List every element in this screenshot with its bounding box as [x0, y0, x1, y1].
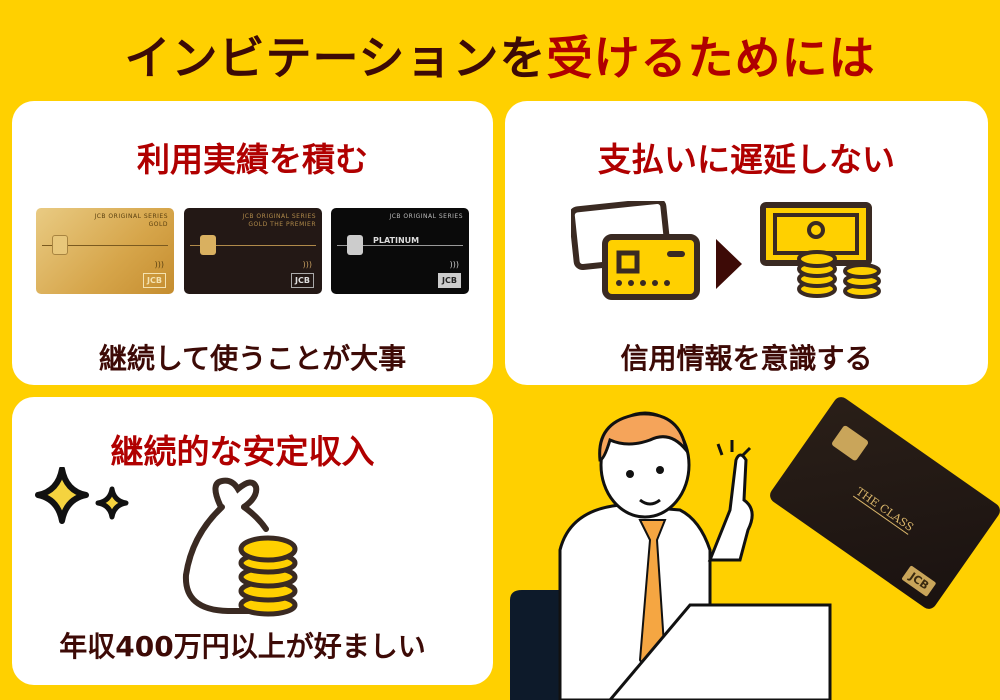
jcb-logo: JCB	[143, 273, 166, 288]
usage-heading: 利用実績を積む	[137, 140, 368, 179]
credit-cards-icon	[571, 201, 700, 300]
money-bag-icon	[182, 477, 298, 617]
contactless-icon: )))	[302, 260, 312, 269]
payment-footer: 信用情報を意識する	[620, 342, 873, 375]
usage-footer: 継続して使うことが大事	[98, 342, 407, 375]
sparkle-icon	[35, 467, 129, 524]
chip-icon	[830, 424, 870, 462]
arrow-right-icon	[716, 239, 742, 289]
money-icon	[760, 202, 881, 299]
page-title: インビテーションを受けるためには	[124, 31, 876, 85]
platinum-card: JCB ORIGINAL SERIES PLATINUM ))) JCB	[331, 208, 469, 294]
jcb-logo: JCB	[901, 565, 937, 597]
contactless-icon: )))	[154, 260, 164, 269]
payment-panel: 支払いに遅延しない 信用情報を意識する	[505, 101, 988, 385]
jcb-logo: JCB	[291, 273, 314, 288]
chip-icon	[347, 235, 363, 255]
contactless-icon: )))	[449, 260, 459, 269]
chip-icon	[52, 235, 68, 255]
income-heading: 継続的な安定収入	[110, 432, 375, 471]
card-name: THE CLASS	[852, 484, 916, 535]
income-footer: 年収400万円以上が好ましい	[59, 630, 426, 663]
jcb-logo: JCB	[438, 273, 461, 288]
income-panel: 継続的な安定収入 年収400万円以上が好ましい	[12, 397, 493, 685]
businessman-laptop-illustration	[510, 411, 832, 700]
chip-icon	[200, 235, 216, 255]
payment-heading: 支払いに遅延しない	[598, 140, 895, 179]
